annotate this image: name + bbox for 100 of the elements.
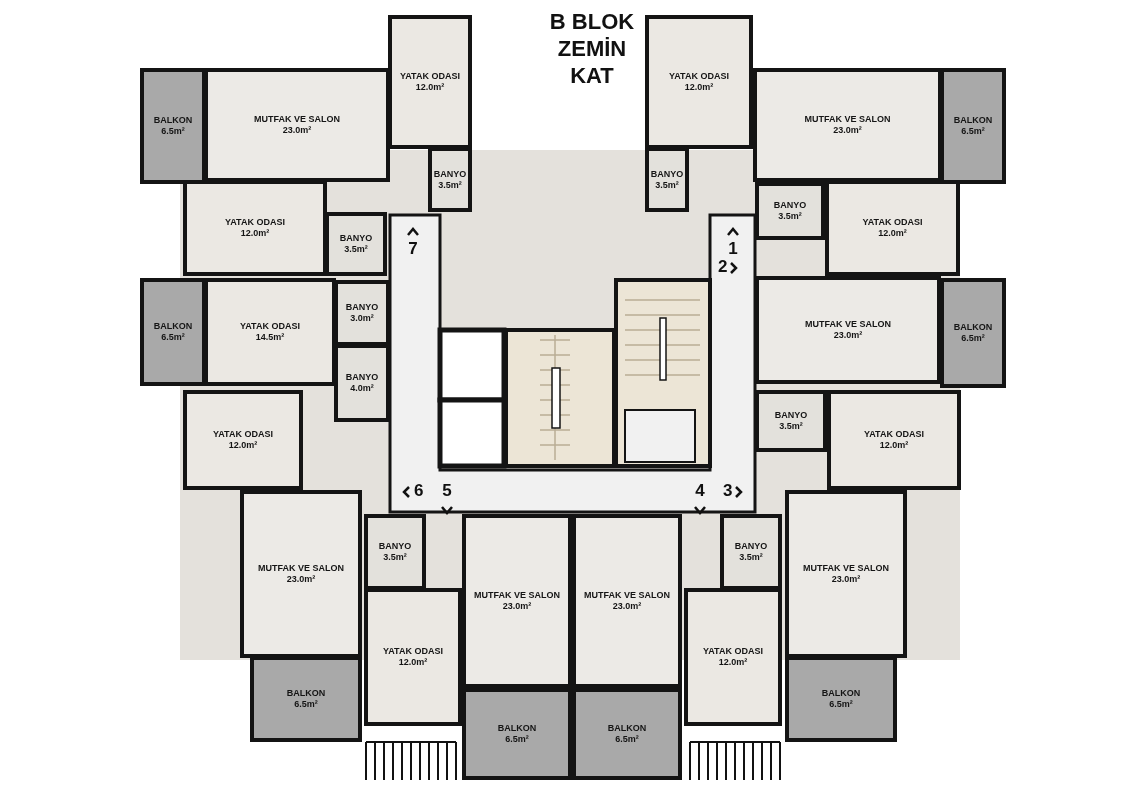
room-name: MUTFAK VE SALON	[474, 590, 560, 601]
entrance-number: 6	[414, 481, 424, 500]
room-area: 3.5m²	[438, 179, 462, 191]
room-name: BALKON	[153, 321, 193, 332]
room-name: YATAK ODASI	[383, 646, 443, 657]
entrance-number: 5	[442, 481, 452, 500]
balcony	[940, 68, 1006, 184]
room-area: 23.0m²	[502, 601, 532, 612]
living-kitchen	[785, 490, 907, 658]
room-area: 12.0m²	[415, 82, 445, 93]
room-name: YATAK ODASI	[213, 429, 273, 440]
room-name: MUTFAK VE SALON	[254, 114, 340, 125]
bedroom	[183, 180, 327, 276]
room-area: 6.5m²	[294, 699, 318, 710]
living-kitchen	[204, 68, 390, 182]
room-name: YATAK ODASI	[400, 71, 460, 82]
balcony	[140, 68, 206, 184]
room-name: BANYO	[378, 541, 412, 552]
room-name: BALKON	[821, 688, 861, 699]
bedroom	[645, 15, 753, 149]
balcony	[785, 656, 897, 742]
room-name: BANYO	[774, 410, 808, 421]
room-area: 3.5m²	[344, 244, 368, 255]
room-name: BANYO	[734, 541, 768, 552]
room-area: 12.0m²	[240, 228, 270, 239]
room-area: 6.5m²	[829, 699, 853, 710]
room-name: BALKON	[953, 322, 993, 333]
room-area: 6.5m²	[961, 126, 985, 137]
room-name: BALKON	[497, 723, 537, 734]
room-area: 23.0m²	[286, 574, 316, 585]
room-area: 23.0m²	[282, 125, 312, 136]
bathroom	[755, 390, 827, 452]
plan-title: B BLOK ZEMİN KAT	[548, 8, 636, 89]
room-area: 12.0m²	[228, 440, 258, 451]
room-name: MUTFAK VE SALON	[258, 563, 344, 574]
room-area: 23.0m²	[612, 601, 642, 612]
room-area: 6.5m²	[615, 734, 639, 745]
room-area: 23.0m²	[833, 125, 862, 136]
living-kitchen	[240, 490, 362, 658]
room-area: 3.0m²	[350, 313, 374, 324]
room-name: BALKON	[607, 723, 647, 734]
bathroom	[720, 514, 782, 590]
balcony	[940, 278, 1006, 388]
room-name: YATAK ODASI	[240, 321, 300, 332]
room-area: 6.5m²	[161, 332, 185, 343]
room-area: 12.0m²	[398, 657, 428, 668]
bedroom	[204, 278, 336, 386]
room-name: BANYO	[773, 200, 807, 211]
room-name: YATAK ODASI	[669, 71, 729, 82]
room-name: YATAK ODASI	[862, 217, 923, 228]
bathroom	[645, 147, 689, 212]
living-kitchen	[753, 68, 942, 182]
room-area: 3.5m²	[383, 552, 407, 563]
bathroom	[364, 514, 426, 590]
room-area: 12.0m²	[718, 657, 748, 668]
entrance-number: 4	[695, 481, 705, 500]
bathroom	[428, 147, 472, 212]
room-area: 3.5m²	[655, 179, 679, 191]
bedroom	[388, 15, 472, 149]
entrance-number: 3	[723, 481, 733, 500]
room-area: 12.0m²	[878, 228, 907, 239]
room-name: BALKON	[286, 688, 326, 699]
bathroom	[325, 212, 387, 276]
balcony	[140, 278, 206, 386]
room-name: MUTFAK VE SALON	[805, 319, 891, 330]
room-name: YATAK ODASI	[225, 217, 285, 228]
room-area: 14.5m²	[255, 332, 285, 343]
bedroom	[684, 588, 782, 726]
entrance-number: 1	[728, 239, 738, 258]
living-kitchen	[755, 276, 941, 384]
room-name: MUTFAK VE SALON	[804, 114, 891, 125]
room-name: BANYO	[650, 168, 684, 180]
room-name: YATAK ODASI	[703, 646, 763, 657]
room-area: 12.0m²	[684, 82, 714, 93]
room-name: BANYO	[433, 168, 467, 180]
bathroom	[334, 344, 390, 422]
room-area: 12.0m²	[879, 440, 909, 451]
entrance-number: 7	[408, 239, 418, 258]
room-name: YATAK ODASI	[864, 429, 924, 440]
room-name: MUTFAK VE SALON	[584, 590, 670, 601]
bedroom	[364, 588, 462, 726]
room-area: 23.0m²	[831, 574, 861, 585]
bathroom	[334, 280, 390, 346]
room-area: 3.5m²	[778, 211, 802, 222]
room-area: 3.5m²	[779, 421, 803, 432]
room-area: 4.0m²	[350, 383, 374, 394]
room-area: 23.0m²	[833, 330, 863, 341]
room-name: BALKON	[953, 115, 993, 126]
room-area: 6.5m²	[161, 126, 185, 137]
room-name: BANYO	[345, 302, 379, 313]
room-name: MUTFAK VE SALON	[803, 563, 889, 574]
balcony	[250, 656, 362, 742]
room-area: 6.5m²	[505, 734, 529, 745]
room-area: 3.5m²	[739, 552, 763, 563]
room-name: BANYO	[345, 372, 379, 383]
entrance-number: 2	[718, 257, 728, 276]
room-name: BANYO	[339, 233, 373, 244]
room-name: BALKON	[153, 115, 193, 126]
room-area: 6.5m²	[961, 333, 985, 344]
bedroom	[183, 390, 303, 490]
